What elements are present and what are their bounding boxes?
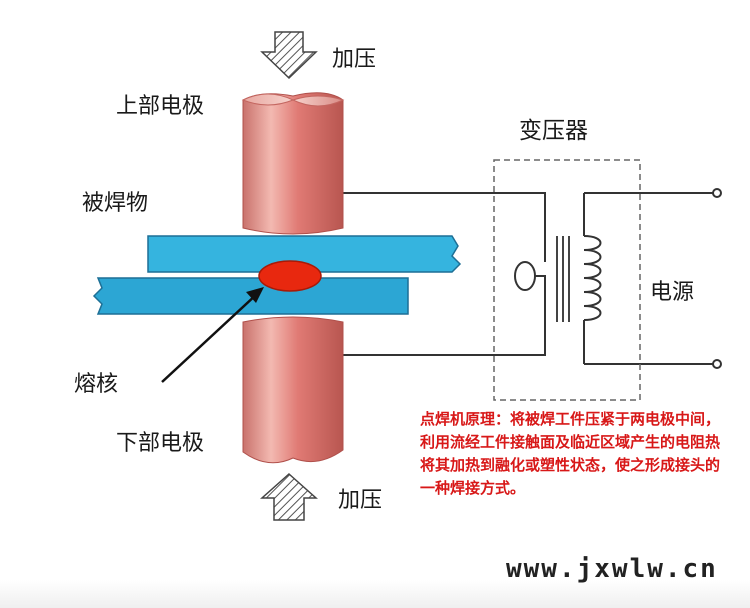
circuit-wires [343, 192, 715, 365]
bottom-strip [0, 580, 750, 608]
transformer-coil-icon [583, 193, 602, 364]
transformer-core [556, 236, 570, 322]
press-label-bottom: 加压 [338, 488, 383, 513]
lower-electrode [242, 316, 344, 464]
workpiece-label: 被焊物 [82, 191, 149, 216]
transformer-box [493, 159, 641, 401]
terminal-icon [712, 359, 722, 369]
website-watermark: www.jxwlw.cn [506, 554, 718, 584]
transformer-label: 变压器 [519, 118, 588, 144]
terminal-icon [712, 188, 722, 198]
power-source-label: 电源 [650, 280, 695, 305]
principle-description: 点焊机原理：将被焊工件压紧于两电极中间，利用流经工件接触面及临近区域产生的电阻热… [420, 410, 721, 497]
lower-electrode-label: 下部电极 [116, 431, 205, 456]
upper-electrode-label: 上部电极 [116, 94, 205, 119]
upper-plate [147, 235, 462, 273]
upper-electrode [241, 92, 345, 235]
down-arrow-icon [260, 31, 318, 80]
nugget-label: 熔核 [74, 372, 119, 397]
press-label-top: 加压 [332, 47, 377, 72]
up-arrow-icon [260, 472, 318, 521]
transformer-primary-loop [514, 238, 546, 296]
pointer-arrow-icon [161, 287, 264, 383]
weld-nugget [258, 260, 322, 292]
